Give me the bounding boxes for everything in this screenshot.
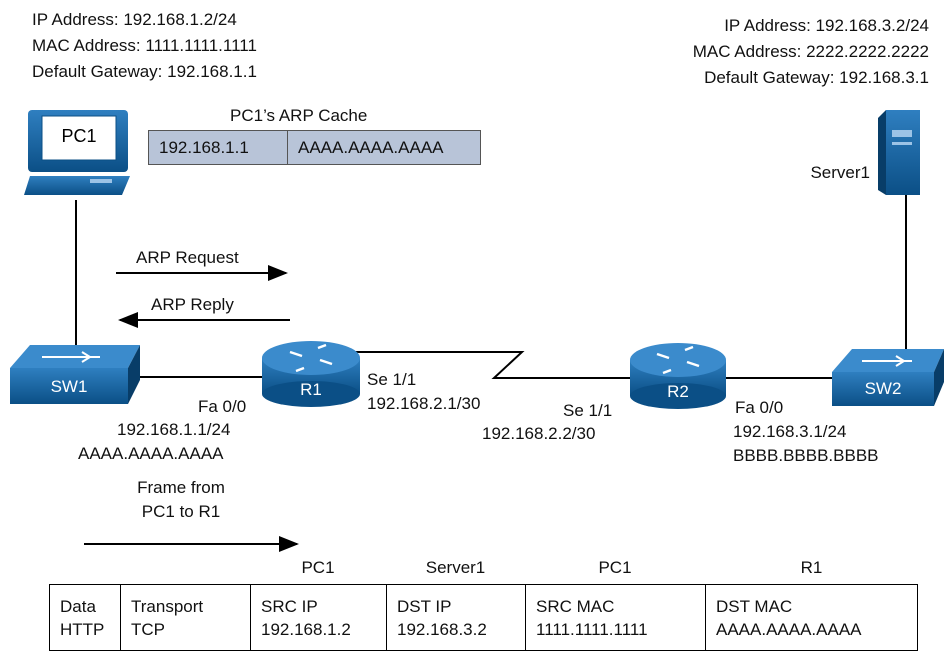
sw2-icon (832, 349, 944, 406)
frame-cell-value: AAAA.AAAA.AAAA (716, 620, 862, 639)
server1-mac-address: MAC Address: 2222.2222.2222 (692, 42, 929, 61)
frame-cell-src-mac: SRC MAC 1111.1111.1111 (526, 585, 706, 650)
frame-table: Data HTTP Transport TCP SRC IP 192.168.1… (49, 584, 918, 651)
frame-cell-src-ip: SRC IP 192.168.1.2 (251, 585, 387, 650)
frame-cell-value: 1111.1111.1111 (536, 620, 648, 639)
r1-label: R1 (300, 380, 322, 399)
arp-cache-table: 192.168.1.1 AAAA.AAAA.AAAA (148, 130, 481, 165)
frame-cell-data: Data HTTP (50, 585, 121, 650)
frame-header-dst-mac: R1 (800, 558, 823, 577)
pc1-icon (24, 110, 130, 195)
r2-icon (630, 343, 726, 409)
server1-label: Server1 (810, 163, 870, 182)
r2-fa-interface: Fa 0/0 (735, 398, 784, 417)
sw1-label: SW1 (50, 377, 88, 396)
server1-default-gateway: Default Gateway: 192.168.3.1 (704, 68, 929, 87)
r1-fa-interface: Fa 0/0 (198, 397, 247, 416)
r2-label: R2 (667, 382, 689, 401)
frame-cell-label: SRC IP (261, 597, 318, 616)
frame-cell-value: HTTP (60, 620, 105, 639)
frame-cell-label: SRC MAC (536, 597, 615, 616)
pc1-ip-address: IP Address: 192.168.1.2/24 (32, 10, 237, 29)
r2-se-interface: Se 1/1 (563, 401, 613, 420)
r1-se-ip: 192.168.2.1/30 (367, 394, 481, 413)
pc1-label: PC1 (61, 126, 97, 146)
r2-se-ip: 192.168.2.2/30 (482, 424, 596, 443)
r1-icon (262, 341, 360, 407)
link-r1-r2-serial (352, 351, 632, 379)
frame-header-dst-ip: Server1 (425, 558, 486, 577)
arp-reply-label: ARP Reply (151, 295, 234, 314)
sw1-icon (10, 345, 140, 404)
r1-fa-mac: AAAA.AAAA.AAAA (78, 444, 224, 463)
pc1-default-gateway: Default Gateway: 192.168.1.1 (32, 62, 257, 81)
frame-cell-label: DST MAC (716, 597, 793, 616)
frame-cell-dst-mac: DST MAC AAAA.AAAA.AAAA (706, 585, 917, 650)
frame-cell-value: 192.168.1.2 (261, 620, 351, 639)
frame-cell-dst-ip: DST IP 192.168.3.2 (387, 585, 526, 650)
frame-caption-line2: PC1 to R1 (141, 502, 221, 521)
sw2-label: SW2 (864, 379, 902, 398)
pc1-mac-address: MAC Address: 1111.1111.1111 (32, 36, 257, 55)
arp-cache-mac: AAAA.AAAA.AAAA (288, 131, 480, 164)
r2-fa-ip: 192.168.3.1/24 (733, 422, 847, 441)
r1-se-interface: Se 1/1 (367, 370, 417, 389)
arp-request-label: ARP Request (136, 248, 239, 267)
frame-cell-label: Transport (131, 597, 204, 616)
frame-cell-label: Data (60, 597, 96, 616)
frame-caption-line1: Frame from (137, 478, 225, 497)
arp-cache-ip: 192.168.1.1 (149, 131, 288, 164)
arp-cache-title: PC1’s ARP Cache (230, 106, 368, 125)
frame-header-src-ip: PC1 (301, 558, 335, 577)
frame-cell-value: TCP (131, 620, 165, 639)
server1-ip-address: IP Address: 192.168.3.2/24 (724, 16, 929, 35)
r1-fa-ip: 192.168.1.1/24 (117, 420, 231, 439)
frame-cell-label: DST IP (397, 597, 452, 616)
frame-cell-value: 192.168.3.2 (397, 620, 487, 639)
frame-cell-transport: Transport TCP (121, 585, 251, 650)
r2-fa-mac: BBBB.BBBB.BBBB (733, 446, 879, 465)
frame-header-src-mac: PC1 (598, 558, 632, 577)
server1-icon (878, 110, 920, 195)
